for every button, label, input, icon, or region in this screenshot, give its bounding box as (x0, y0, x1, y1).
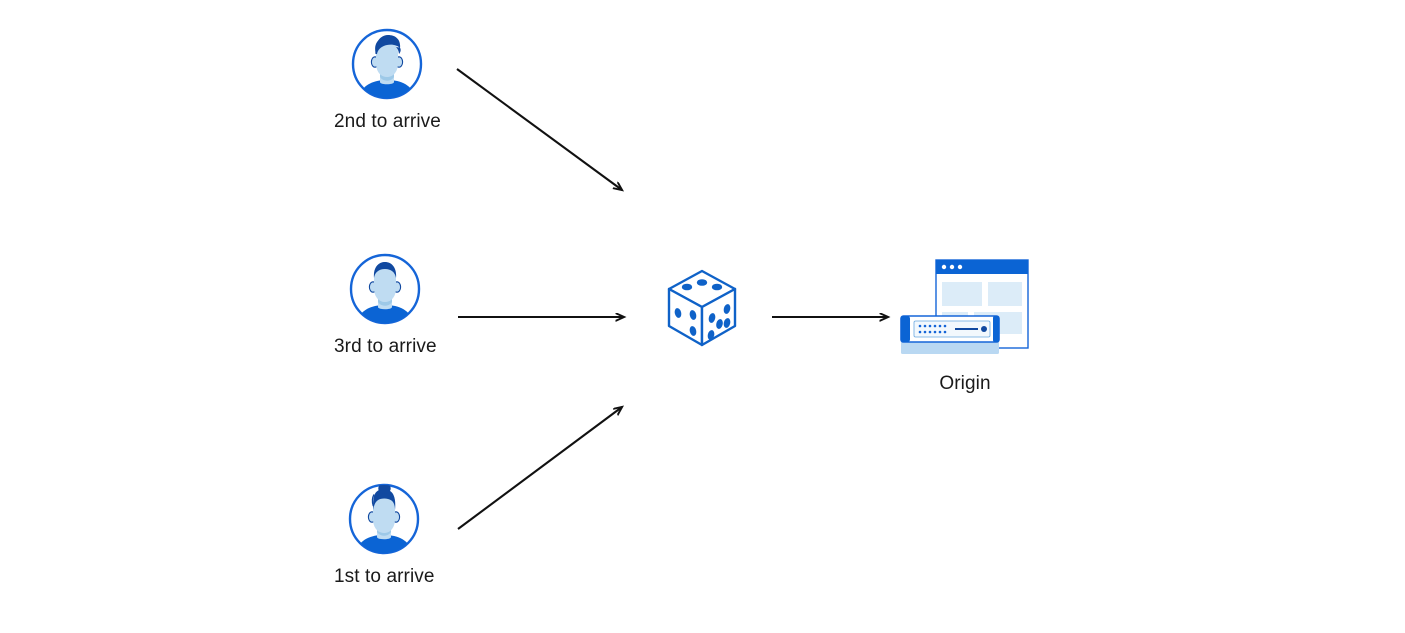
origin-server-icon (900, 258, 1030, 363)
node-client-1st: 1st to arrive (334, 482, 435, 589)
node-label: 2nd to arrive (334, 111, 441, 132)
server-device-icon (900, 315, 1000, 354)
node-randomizer (657, 265, 747, 355)
user-avatar-icon (347, 482, 421, 556)
node-label: 3rd to arrive (334, 336, 437, 357)
node-label: Origin (939, 373, 991, 394)
user-avatar-icon (348, 252, 422, 326)
dice-icon (657, 265, 747, 355)
node-origin: Origin (900, 258, 1030, 396)
node-client-2nd: 2nd to arrive (334, 27, 441, 134)
arrow-2nd-to-dice (456, 68, 622, 190)
user-avatar-icon (350, 27, 424, 101)
node-label: 1st to arrive (334, 566, 435, 587)
arrow-1st-to-dice (457, 407, 622, 530)
node-client-3rd: 3rd to arrive (334, 252, 437, 359)
